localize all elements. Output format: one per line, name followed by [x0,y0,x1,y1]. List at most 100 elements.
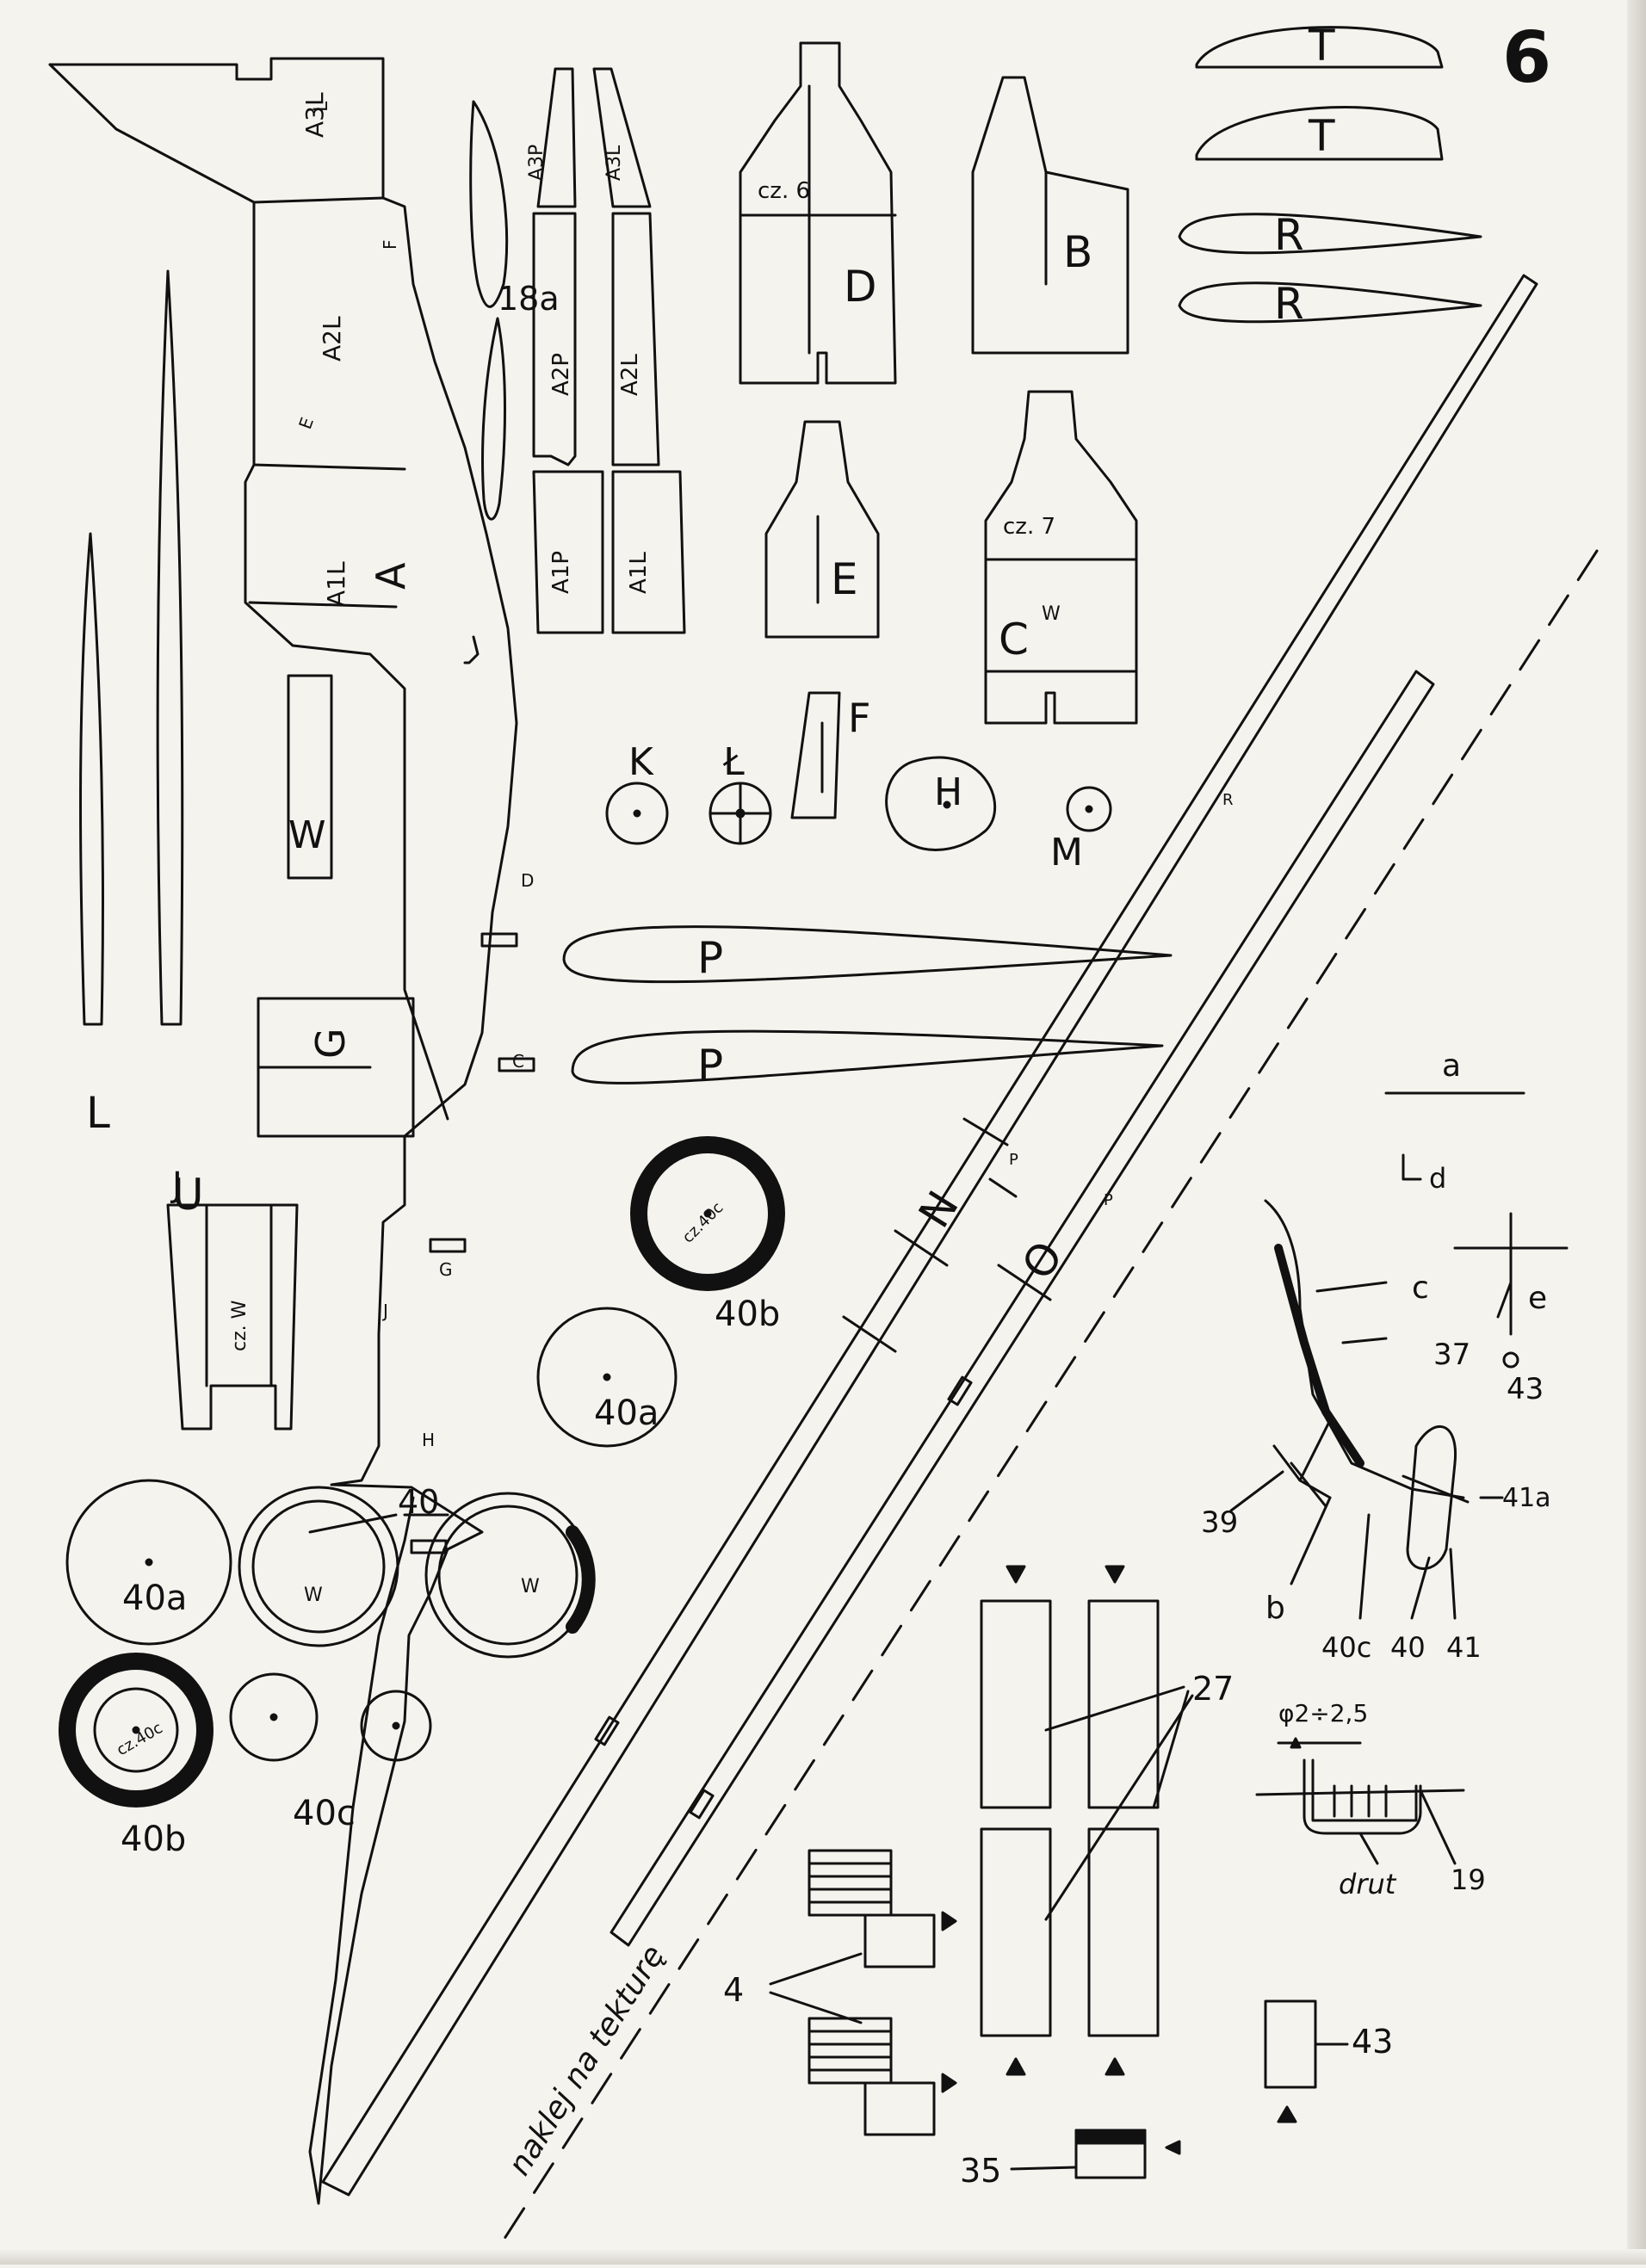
label-l: L [86,1088,110,1138]
parts-27 [980,1565,1194,2076]
label-40b-2: 40b [715,1295,780,1334]
marker-g: G [439,1259,453,1280]
label-40c-gear: 40c [1321,1631,1371,1664]
label-b: B [1063,227,1092,277]
label-g: G [307,1028,354,1059]
cut-line [498,549,1599,2248]
marker-p1: P [1009,1151,1018,1169]
label-c-w: W [1042,603,1061,625]
label-j: J [170,1165,183,1205]
label-a2l-2: A2L [617,354,643,396]
label-a3p: A3P [526,145,548,181]
propeller-18a [469,100,509,521]
label-e: E [831,554,858,604]
label-40a-1: 40a [122,1579,187,1618]
label-19: 19 [1451,1863,1486,1896]
parts-4 [769,1849,957,2136]
label-u: U [172,1170,204,1220]
label-27: 27 [1192,1670,1234,1708]
label-naklej: naklej na tekturę [502,1939,671,2182]
label-small-b: b [1265,1591,1285,1626]
label-f: F [848,695,870,741]
parts-l-u-w [79,269,333,1026]
part-b [971,76,1129,355]
marker-p2: P [1104,1191,1113,1209]
landing-gear-detail [1229,1091,1569,1620]
page-number: 6 [1502,17,1551,99]
label-a2l: A2L [318,316,346,362]
marker-h: H [422,1430,435,1450]
fuselage-panels-a [532,67,686,634]
marker-l: L [311,101,332,112]
part-35 [1010,2129,1181,2179]
label-p1: P [697,933,723,983]
part-c [984,390,1138,725]
wheels-left [59,1479,596,1808]
label-dim: φ2÷2,5 [1278,1699,1368,1727]
label-a3l-2: A3L [603,145,625,181]
marker-r: R [1222,791,1234,809]
parts-k-l-h-m [605,756,1112,851]
label-small-c: c [1412,1270,1429,1306]
scan-edge [1627,0,1646,2265]
part-g [257,997,415,1138]
part-j [166,1203,299,1431]
label-18a: 18a [498,280,560,318]
wheels-center [536,1136,785,1448]
scan-bottom [0,2249,1646,2265]
label-c: C [999,615,1029,664]
marker-f: F [380,239,400,250]
label-cz40c-1: cz.40c [114,1719,166,1759]
label-w: W [288,813,326,857]
label-40-gear: 40 [1390,1631,1426,1664]
label-cz7: cz. 7 [1003,514,1055,540]
label-w-wheel2: W [521,1576,540,1597]
label-w-wheel1: W [304,1585,323,1606]
label-cz40c-2: cz.40c [679,1199,727,1247]
label-a: A [368,562,414,590]
label-n: N [909,1183,968,1236]
part-43 [1264,1999,1349,2123]
label-m: M [1050,831,1083,874]
label-p2: P [697,1041,723,1091]
label-cz-w: cz. W [229,1300,251,1351]
label-cz6: cz. 6 [758,178,810,204]
label-l-stroke: Ł [722,740,745,784]
label-d: D [844,262,877,312]
fuselage-side-a [48,57,535,2205]
parts-t [1195,26,1444,161]
label-r2: R [1274,279,1304,329]
label-41a: 41a [1502,1483,1551,1513]
label-41: 41 [1446,1631,1482,1664]
label-small-e: e [1528,1281,1547,1316]
parts-r [1178,213,1482,324]
label-r1: R [1274,210,1304,260]
label-a3l: A3L [300,92,329,138]
label-h: H [934,770,962,814]
label-40: 40 [398,1483,439,1521]
parts-p [562,925,1173,1085]
label-37: 37 [1433,1338,1470,1372]
marker-d: D [521,870,534,891]
label-a1l-2: A1L [626,552,652,594]
label-t1: T [1308,21,1335,71]
part-f [790,691,841,819]
marker-e: E [294,415,318,432]
part-d [739,41,897,385]
label-43-gear: 43 [1507,1372,1544,1406]
wire-detail-19 [1255,1737,1465,1865]
label-a1p: A1P [548,551,574,594]
label-small-d: d [1429,1162,1446,1195]
label-small-a: a [1442,1048,1461,1084]
marker-j: J [381,1301,388,1321]
part-e [764,420,880,639]
label-40c-1: 40c [293,1794,356,1833]
label-drut: drut [1339,1868,1397,1900]
label-39: 39 [1201,1505,1238,1540]
label-a2p: A2P [548,353,574,396]
label-a1l: A1L [322,561,350,607]
label-k: K [628,740,654,784]
label-t2: T [1308,111,1335,161]
label-43-bottom: 43 [1352,2023,1393,2061]
